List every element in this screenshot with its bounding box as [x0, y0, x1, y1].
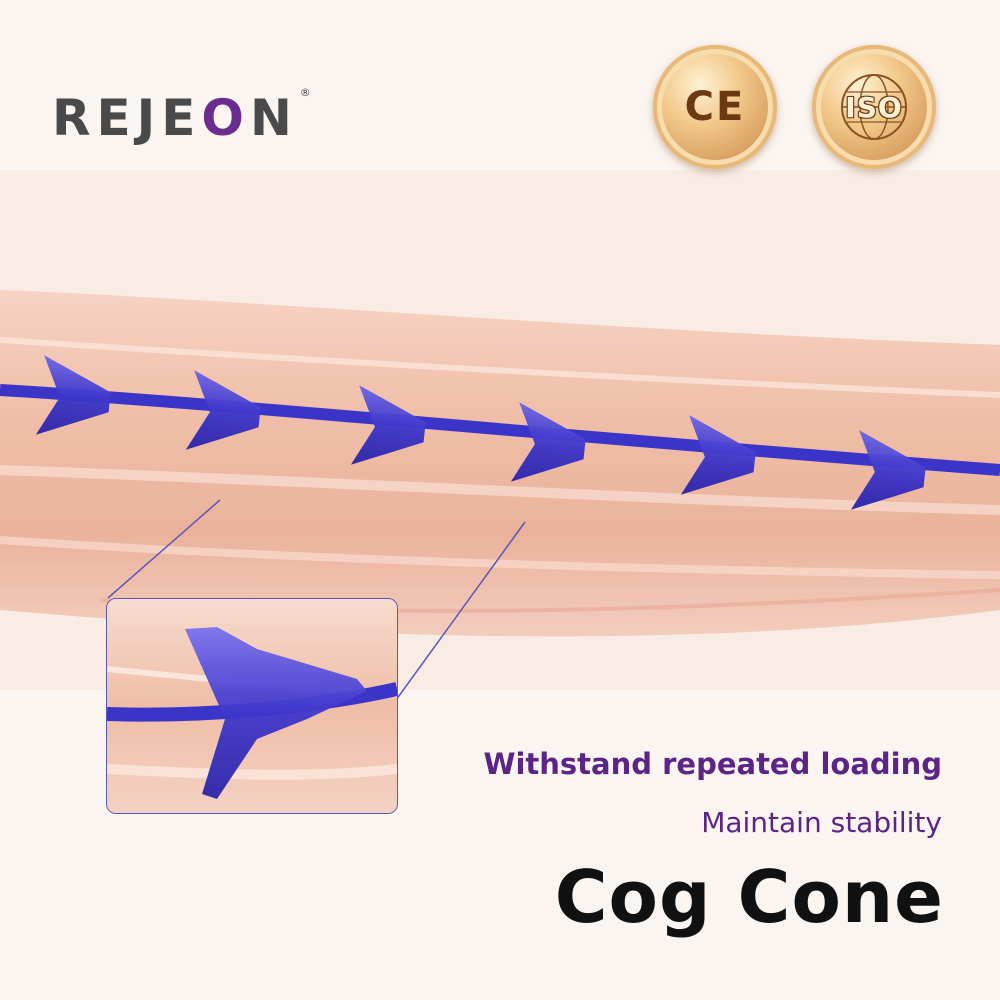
headline: Withstand repeated loading	[483, 747, 942, 781]
ce-badge: CE	[653, 45, 777, 169]
product-title: Cog Cone	[554, 855, 944, 939]
logo-text-right: N	[249, 89, 298, 147]
iso-label: ISO	[845, 90, 903, 124]
logo-o-mark: O	[201, 89, 250, 147]
registered-mark: ®	[299, 86, 311, 99]
logo-text-left: REJE	[52, 89, 202, 147]
globe-icon	[841, 74, 907, 140]
zoomed-cone-illustration	[107, 599, 397, 813]
ce-label: CE	[684, 84, 746, 130]
callout-line-left	[107, 499, 221, 599]
cog-cones	[35, 355, 926, 510]
zoom-inset	[106, 598, 398, 814]
thread-core	[0, 384, 1000, 476]
iso-badge: ISO	[812, 45, 936, 169]
skin-tissue	[0, 290, 1000, 637]
subline: Maintain stability	[701, 806, 942, 839]
callout-line-right	[395, 521, 526, 701]
